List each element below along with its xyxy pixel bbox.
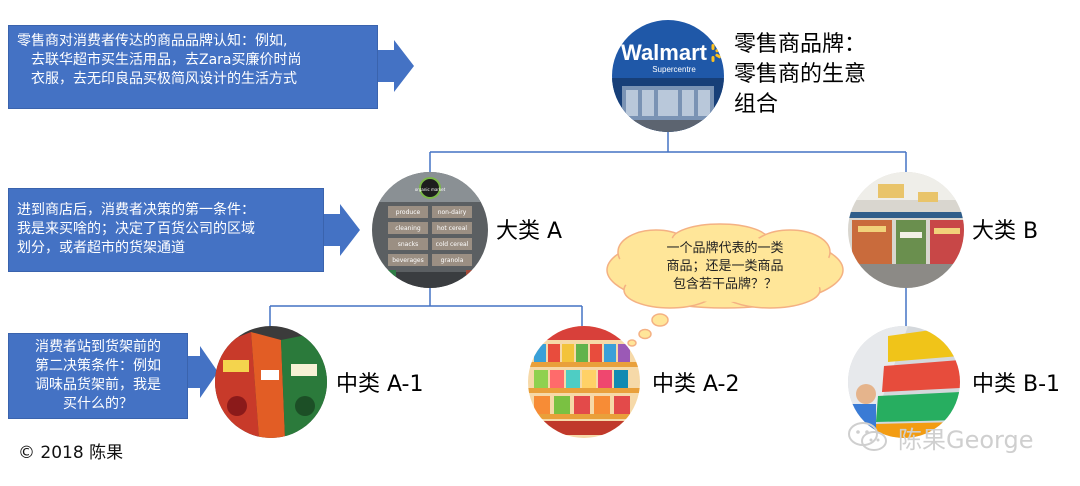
sign-word: cleaning [395,225,421,232]
root-label-line: 零售商的生意 [734,62,867,87]
category-a-image: organic market produce non-dairy cleanin… [372,172,488,288]
subcategory-a1-label: 中类 A-1 [336,372,424,397]
sign-word: non-dairy [438,209,467,216]
category-b-image [848,172,964,288]
arrow-brand [378,40,414,92]
category-b-label: 大类 B [972,219,1039,244]
note-subcategory-line: 调味品货架前，我是 [35,377,161,393]
note-subcategory-line: 消费者站到货架前的 [35,339,161,355]
arrow-category [324,204,360,256]
root-label-line: 零售商品牌： [734,32,867,57]
note-category-line: 进到商店后，消费者决策的第一条件： [17,202,255,218]
note-category-line: 我是来买啥的；决定了百货公司的区域 [17,221,255,237]
wechat-icon [848,422,887,451]
sign-word: granola [441,257,464,264]
arrow-subcategory [188,346,218,398]
note-brand-line: 零售商对消费者传达的商品品牌认知：例如, [17,33,288,49]
sign-word: cold cereal [436,241,469,248]
watermark-text: 陈果George [898,426,1034,454]
note-subcategory-line: 第二决策条件：例如 [35,358,161,374]
sign-word: hot cereal [437,225,467,232]
root-label: 零售商品牌： 零售商的生意 组合 [734,30,866,120]
note-brand: 零售商对消费者传达的商品品牌认知：例如, 去联华超市买生活用品，去Zara买廉价… [8,25,378,109]
note-category: 进到商店后，消费者决策的第一条件： 我是来买啥的；决定了百货公司的区域 划分，或… [8,188,324,272]
note-category-line: 划分，或者超市的货架通道 [17,240,185,256]
sign-word: beverages [392,257,424,264]
subcategory-a2-image [528,326,640,438]
subcategory-a1-image [215,326,327,438]
category-a-label: 大类 A [496,219,563,244]
walmart-logo-sub: Supercentre [652,65,696,74]
organic-badge-text: organic market [415,187,446,192]
copyright-footer: © 2018 陈果 [18,443,124,463]
note-brand-line: 衣服，去无印良品买极简风设计的生活方式 [31,71,297,87]
note-brand-line: 去联华超市买生活用品，去Zara买廉价时尚 [31,52,302,68]
walmart-logo-text: Walmart [621,40,708,65]
sign-word: produce [396,209,421,216]
thought-cloud [606,223,844,347]
note-subcategory-line: 买什么的？ [63,396,133,412]
note-subcategory: 消费者站到货架前的 第二决策条件：例如 调味品货架前，我是 买什么的？ [8,333,188,419]
walmart-store-image: Walmart Supercentre [612,20,724,132]
sign-word: snacks [398,241,419,248]
cloud-line: 一个品牌代表的一类 [666,241,784,256]
root-label-line: 组合 [734,92,779,117]
cloud-line: 包含若干品牌？？ [672,277,777,292]
cloud-line: 商品；还是一类商品 [666,259,784,274]
subcategory-b1-label: 中类 B-1 [972,372,1061,397]
subcategory-a2-label: 中类 A-2 [652,372,740,397]
cloud-text: 一个品牌代表的一类 商品；还是一类商品 包含若干品牌？？ [630,240,820,294]
